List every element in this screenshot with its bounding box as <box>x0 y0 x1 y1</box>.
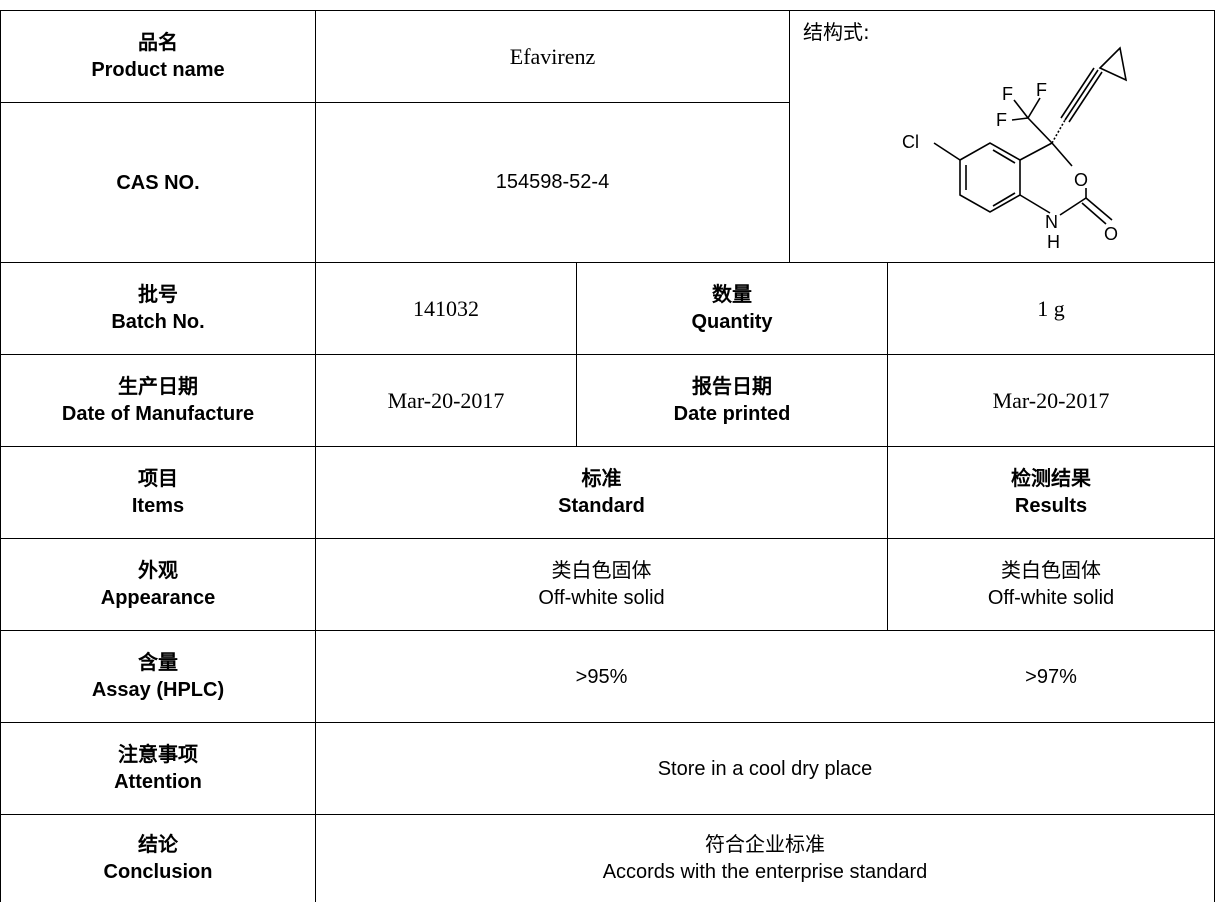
manufacture-value-cell: Mar-20-2017 <box>316 355 576 446</box>
items-header-cn: 项目 <box>138 465 178 490</box>
items-header-en: Items <box>131 494 185 517</box>
rule-top <box>0 10 1215 11</box>
results-header-en: Results <box>1014 494 1088 517</box>
rule-left <box>0 10 1 902</box>
benzene-ring <box>959 142 1021 213</box>
quantity-label: 数量 Quantity <box>577 263 887 354</box>
conclusion-value: 符合企业标准 Accords with the enterprise stand… <box>316 815 1214 902</box>
atom-h: H <box>1047 232 1060 252</box>
appearance-result-cn: 类白色固体 <box>1001 557 1101 582</box>
conclusion-label-en: Conclusion <box>103 860 213 883</box>
manufacture-label: 生产日期 Date of Manufacture <box>1 355 315 446</box>
rule-row3 <box>0 354 1215 355</box>
standard-header: 标准 Standard <box>316 447 887 538</box>
appearance-result-en: Off-white solid <box>987 586 1115 609</box>
atom-cl: Cl <box>902 132 919 152</box>
quantity-value: 1 g <box>1037 295 1065 321</box>
product-name-label: 品名 Product name <box>1 11 315 102</box>
printed-value-cell: Mar-20-2017 <box>888 355 1214 446</box>
manufacture-label-cn: 生产日期 <box>118 373 198 398</box>
printed-value: Mar-20-2017 <box>992 387 1110 413</box>
attention-label-en: Attention <box>114 770 202 793</box>
printed-label-cn: 报告日期 <box>692 373 772 398</box>
rule-row1 <box>0 102 789 103</box>
quantity-label-cn: 数量 <box>712 281 752 306</box>
cyclopropyl-ring <box>1098 46 1128 82</box>
batch-label-en: Batch No. <box>111 310 205 333</box>
rule-row7 <box>0 722 1215 723</box>
results-header: 检测结果 Results <box>888 447 1214 538</box>
atom-f1: F <box>996 110 1007 130</box>
product-name-value: Efavirenz <box>509 43 596 69</box>
cas-label: CAS NO. <box>116 171 200 194</box>
rule-row2 <box>0 262 1215 263</box>
atom-n: N <box>1045 212 1058 232</box>
conclusion-label-cn: 结论 <box>138 831 178 856</box>
standard-header-cn: 标准 <box>581 465 622 490</box>
attention-value: Store in a cool dry place <box>657 757 873 780</box>
batch-value: 141032 <box>413 295 479 321</box>
attention-value-cell: Store in a cool dry place <box>316 723 1214 814</box>
batch-label-cn: 批号 <box>138 281 178 306</box>
attention-label-cn: 注意事项 <box>118 741 198 766</box>
appearance-standard-cn: 类白色固体 <box>551 557 652 582</box>
items-header: 项目 Items <box>1 447 315 538</box>
conclusion-label: 结论 Conclusion <box>1 815 315 902</box>
cas-label-cell: CAS NO. <box>1 103 315 262</box>
appearance-label: 外观 Appearance <box>1 539 315 630</box>
printed-label-en: Date printed <box>673 402 791 425</box>
rule-row6 <box>0 630 1215 631</box>
results-header-cn: 检测结果 <box>1011 465 1091 490</box>
assay-label-en: Assay (HPLC) <box>91 678 225 701</box>
rule-row8 <box>0 814 1215 815</box>
standard-header-en: Standard <box>558 494 645 517</box>
manufacture-label-en: Date of Manufacture <box>61 402 255 425</box>
structure-label: 结构式: <box>803 20 870 44</box>
printed-label: 报告日期 Date printed <box>577 355 887 446</box>
product-name-label-cn: 品名 <box>138 29 178 54</box>
appearance-result: 类白色固体 Off-white solid <box>888 539 1214 630</box>
atom-f3: F <box>1036 80 1047 100</box>
batch-value-cell: 141032 <box>316 263 576 354</box>
rule-row4 <box>0 446 1215 447</box>
attention-label: 注意事项 Attention <box>1 723 315 814</box>
appearance-label-cn: 外观 <box>138 557 178 582</box>
rule-col1 <box>315 10 316 902</box>
atom-f2: F <box>1002 84 1013 104</box>
rule-col2 <box>576 262 577 446</box>
rule-row5 <box>0 538 1215 539</box>
quantity-label-en: Quantity <box>691 310 773 333</box>
efavirenz-structure: Cl O O N H F F F <box>902 46 1128 252</box>
appearance-label-en: Appearance <box>100 586 216 609</box>
assay-label-cn: 含量 <box>138 649 178 674</box>
batch-label: 批号 Batch No. <box>1 263 315 354</box>
manufacture-value: Mar-20-2017 <box>387 387 505 413</box>
appearance-standard-en: Off-white solid <box>538 586 665 609</box>
rule-col3 <box>887 262 888 630</box>
rule-col-structure <box>789 10 790 262</box>
assay-result-cell: >97% <box>888 631 1214 722</box>
assay-result: >97% <box>1025 665 1077 688</box>
cas-value-cell: 154598-52-4 <box>316 103 789 262</box>
atom-o-ring: O <box>1074 170 1088 190</box>
product-name-value-cell: Efavirenz <box>316 11 789 102</box>
atom-o-carbonyl: O <box>1104 224 1118 244</box>
assay-label: 含量 Assay (HPLC) <box>1 631 315 722</box>
quantity-value-cell: 1 g <box>888 263 1214 354</box>
conclusion-value-en: Accords with the enterprise standard <box>602 860 928 883</box>
assay-standard: >95% <box>575 665 628 688</box>
conclusion-value-cn: 符合企业标准 <box>705 831 825 856</box>
assay-standard-cell: >95% <box>316 631 887 722</box>
product-name-label-en: Product name <box>91 58 225 81</box>
appearance-standard: 类白色固体 Off-white solid <box>316 539 887 630</box>
cas-value: 154598-52-4 <box>495 171 610 193</box>
